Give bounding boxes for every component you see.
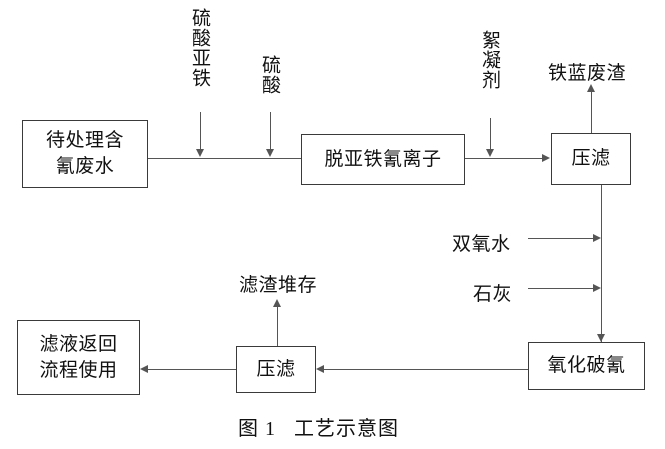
input-line-lime bbox=[528, 288, 594, 289]
node-oxidation-cyanide-destruction: 氧化破氰 bbox=[528, 342, 645, 390]
arrow-up-icon-iron-blue-slag bbox=[587, 84, 595, 92]
output-line-filter-residue-storage bbox=[277, 303, 278, 346]
input-line-hydrogen-peroxide bbox=[528, 238, 594, 239]
arrow-left-icon-to-press-filter-bottom bbox=[316, 365, 324, 373]
node-press-filter-top: 压滤 bbox=[551, 133, 631, 185]
node-ferrocyanide-removal: 脱亚铁氰离子 bbox=[301, 134, 465, 185]
arrow-down-icon-flocculant bbox=[486, 149, 494, 157]
flow-line-oxidation-to-press-filter-bottom bbox=[320, 369, 528, 370]
arrow-down-icon-to-oxidation bbox=[597, 334, 605, 342]
arrow-down-icon-ferrous-sulfate bbox=[196, 149, 204, 157]
output-line-iron-blue-slag bbox=[591, 88, 592, 133]
input-label-ferrous-sulfate: 硫酸亚铁 bbox=[189, 8, 210, 88]
node-influent-wastewater: 待处理含 氰废水 bbox=[22, 120, 148, 188]
input-line-ferrous-sulfate bbox=[200, 112, 201, 150]
flow-line-removal-to-press-filter-top bbox=[465, 158, 543, 159]
arrow-up-icon-filter-residue-storage bbox=[273, 299, 281, 307]
flow-line-press-filter-bottom-to-filtrate-return bbox=[144, 369, 236, 370]
arrow-right-icon-to-press-filter-top bbox=[542, 154, 550, 162]
input-label-lime: 石灰 bbox=[473, 284, 513, 305]
node-filtrate-return: 滤液返回 流程使用 bbox=[17, 320, 140, 395]
input-line-sulfuric-acid bbox=[270, 112, 271, 150]
figure-caption: 图 1 工艺示意图 bbox=[238, 418, 399, 440]
input-label-hydrogen-peroxide: 双氧水 bbox=[452, 234, 511, 255]
flow-line-influent-to-removal bbox=[148, 158, 301, 159]
input-label-sulfuric-acid: 硫酸 bbox=[259, 55, 280, 95]
arrow-down-icon-sulfuric-acid bbox=[266, 149, 274, 157]
input-label-flocculant: 絮凝剂 bbox=[479, 30, 500, 90]
flow-line-press-filter-top-to-oxidation bbox=[601, 185, 602, 342]
arrow-right-icon-hydrogen-peroxide bbox=[593, 234, 601, 242]
arrow-left-icon-to-filtrate-return bbox=[140, 365, 148, 373]
input-line-flocculant bbox=[490, 118, 491, 150]
output-label-filter-residue-storage: 滤渣堆存 bbox=[239, 275, 318, 296]
node-press-filter-bottom: 压滤 bbox=[236, 346, 316, 393]
arrow-right-icon-lime bbox=[593, 284, 601, 292]
output-label-iron-blue-slag: 铁蓝废渣 bbox=[548, 63, 627, 84]
